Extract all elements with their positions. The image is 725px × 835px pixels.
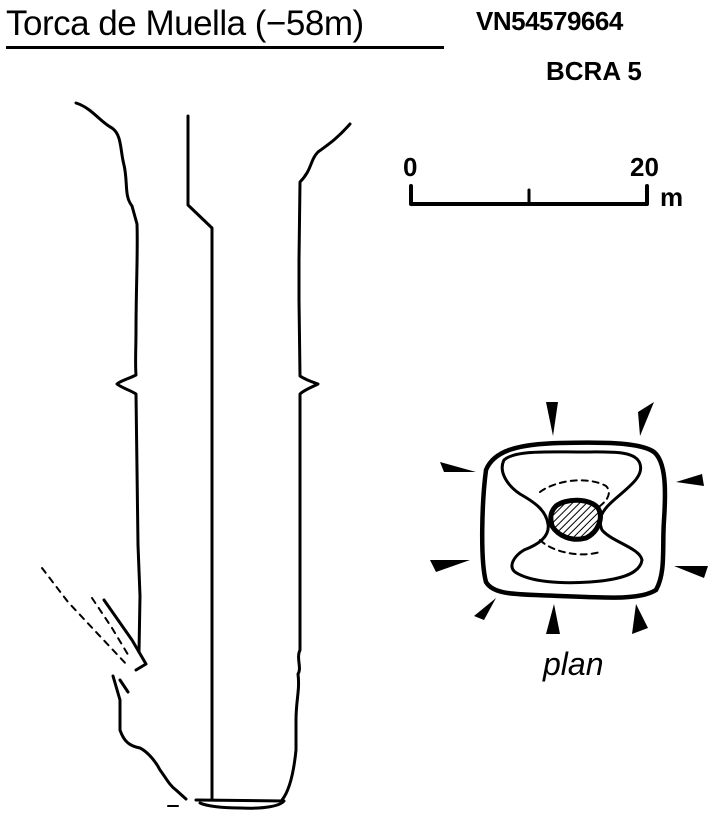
plan-outer-wall [479,440,668,600]
dashed-passage-lower [91,597,131,659]
scale-start-label: 0 [403,152,417,182]
slope-arrow-right-upper [676,474,704,486]
plan-slope-arrows [430,402,708,634]
side-passage-lower-wall [111,674,188,801]
survey-grade: BCRA 5 [546,56,642,86]
slope-arrow-left-lower [430,560,470,572]
scale-end-label: 20 [630,152,659,182]
survey-title: Torca de Muella (−58m) [6,4,364,43]
plan-inner-ledge [500,450,644,585]
dashed-passage-upper [41,567,129,667]
slope-arrow-top [546,402,558,436]
shaft-floor [194,798,286,810]
title-underline [6,46,444,49]
slope-arrow-top-right [638,402,654,436]
slope-arrow-right-lower [674,566,708,578]
slope-arrow-bottom-left [474,598,496,620]
shaft-left-wall [74,101,142,654]
plan-pitch-edge-lower [539,539,601,556]
slope-arrow-left-upper [440,462,476,472]
plan-pitch-edge [539,479,610,507]
slope-arrow-bottom [546,604,560,634]
plan-shaft-hole [548,497,603,542]
shaft-center-line [186,114,214,802]
plan-label: plan [543,646,604,682]
shaft-right-wall [280,122,352,802]
side-passage-wall [102,598,148,672]
grid-reference: VN54579664 [476,6,623,36]
slope-arrow-bottom-right [632,604,648,634]
scale-unit-label: m [660,182,683,212]
side-passage-inner-wall [118,678,130,694]
